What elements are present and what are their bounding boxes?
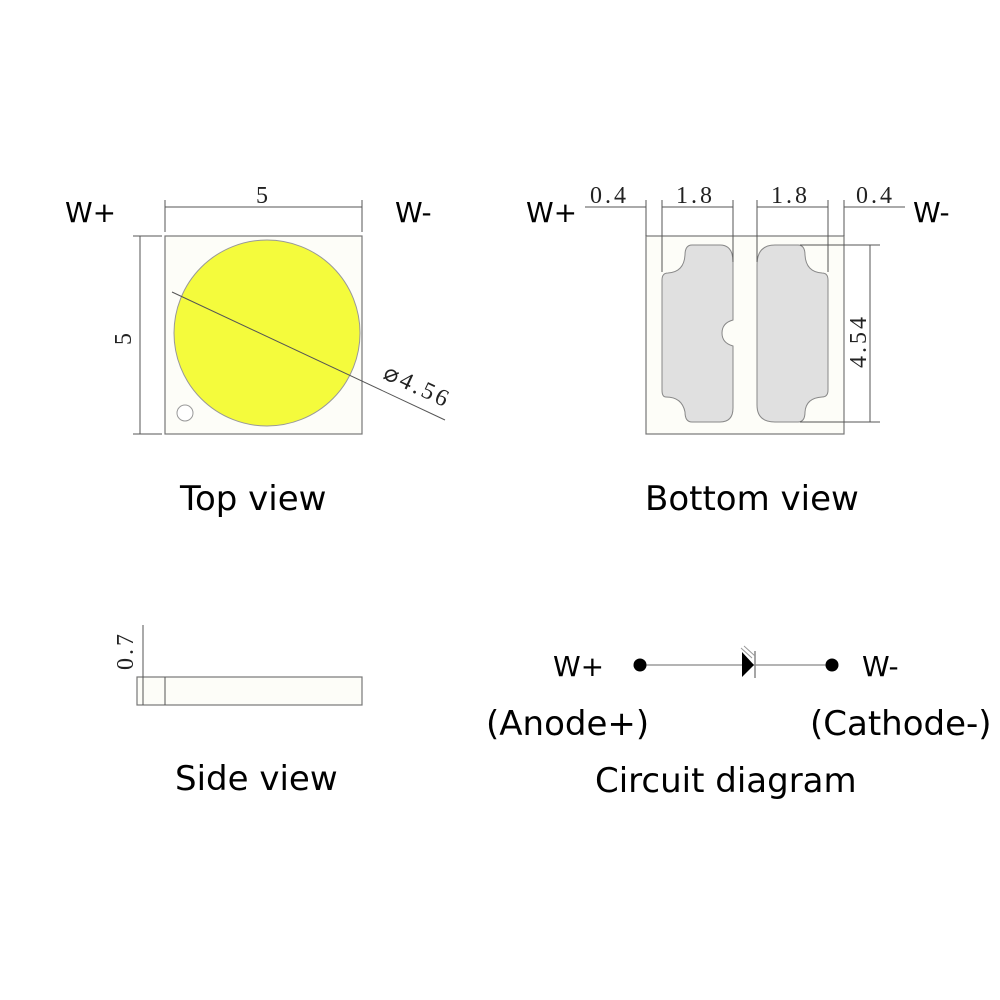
pin-label-right: W- xyxy=(395,196,432,229)
diameter-leader-line xyxy=(171,291,446,421)
circuit-caption: Circuit diagram xyxy=(595,761,857,801)
dim-thickness: 0.7 xyxy=(113,631,139,670)
bottom-view: 0.4 1.8 1.8 0.4 4.54 W+ W- Bottom view xyxy=(526,183,950,519)
anode-label: (Anode+) xyxy=(486,704,649,744)
pin-label-right: W- xyxy=(862,650,899,683)
bottom-view-caption: Bottom view xyxy=(645,479,859,519)
top-view: 5 5 ⌀4.56 W+ W- Top view xyxy=(65,183,455,519)
pin-label-left: W+ xyxy=(526,196,577,229)
cathode-pad xyxy=(756,244,829,423)
dim-pad-right: 1.8 xyxy=(771,183,810,209)
dim-height: 5 xyxy=(111,330,137,345)
dim-edge-right: 0.4 xyxy=(856,183,895,209)
dim-width: 5 xyxy=(256,183,271,209)
phosphor-emitter xyxy=(173,239,361,427)
cathode-label: (Cathode-) xyxy=(810,704,992,744)
pin-label-left: W+ xyxy=(65,196,116,229)
polarity-mark xyxy=(176,404,194,422)
top-view-caption: Top view xyxy=(179,479,326,519)
dim-pad-height: 4.54 xyxy=(846,314,872,368)
side-view-caption: Side view xyxy=(175,759,338,799)
dim-diameter: ⌀4.56 xyxy=(379,360,455,414)
dim-edge-left: 0.4 xyxy=(590,183,629,209)
dim-pad-left: 1.8 xyxy=(676,183,715,209)
diode-icon xyxy=(742,652,754,677)
cathode-terminal xyxy=(825,658,839,672)
pin-label-right: W- xyxy=(913,196,950,229)
side-view: 0.7 Side view xyxy=(113,625,363,799)
package-side xyxy=(136,676,363,706)
circuit-diagram: W+ W- (Anode+) (Cathode-) Circuit diagra… xyxy=(486,645,992,801)
anode-terminal xyxy=(633,658,647,672)
pin-label-left: W+ xyxy=(553,650,604,683)
anode-pad xyxy=(661,244,734,423)
